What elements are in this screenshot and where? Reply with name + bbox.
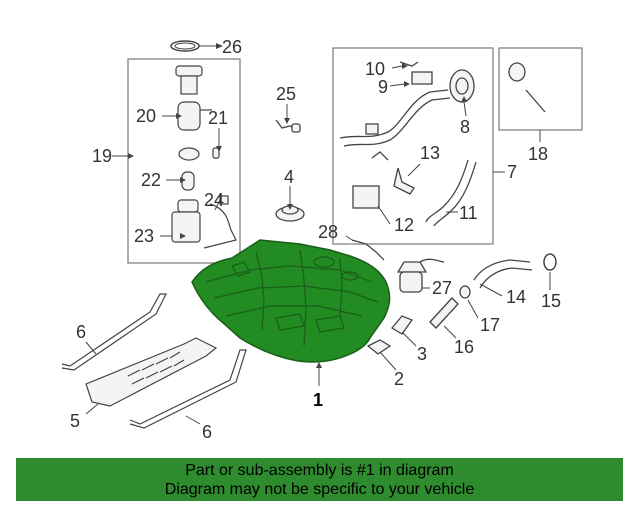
callout-21: 21 (208, 108, 228, 128)
notice-line-2: Diagram may not be specific to your vehi… (164, 481, 475, 498)
arrow-heads (128, 43, 467, 368)
fuel-pump-group-box (127, 58, 241, 264)
callout-12: 12 (394, 215, 414, 235)
callout-7: 7 (507, 162, 517, 182)
clip-icon (275, 119, 301, 133)
callout-16: 16 (454, 337, 474, 357)
callout-6-lower: 6 (202, 422, 212, 442)
callout-27: 27 (432, 278, 452, 298)
hose-line-icon (351, 239, 385, 261)
callout-8: 8 (460, 117, 470, 137)
callout-9: 9 (378, 77, 388, 97)
leader-lines (85, 45, 551, 425)
gasket-ring-inner (174, 42, 196, 50)
notice-line-1: Part or sub-assembly is #1 in diagram (185, 462, 454, 479)
heat-shield-icon (85, 337, 218, 407)
callout-6-upper: 6 (76, 322, 86, 342)
filler-group-box (332, 47, 494, 245)
connector-tube-icon (429, 285, 471, 329)
clamp-icon (543, 253, 557, 271)
callout-10: 10 (365, 59, 385, 79)
callout-22: 22 (141, 170, 161, 190)
callout-13: 13 (420, 143, 440, 163)
fuel-sender-icon (396, 258, 445, 293)
tank-pad-icon (366, 315, 414, 355)
callout-19: 19 (92, 146, 112, 166)
callout-2: 2 (394, 369, 404, 389)
part-18-box (498, 47, 583, 131)
exploded-parts-diagram: 1 2 3 4 5 6 6 7 8 9 10 11 12 13 14 15 16… (61, 37, 583, 442)
callout-20: 20 (136, 106, 156, 126)
callout-28: 28 (318, 222, 338, 242)
callout-23: 23 (134, 226, 154, 246)
callout-23-24-24: 24 (204, 190, 224, 210)
callout-4: 4 (284, 167, 294, 187)
callout-15: 15 (541, 291, 561, 311)
filler-cap-icon (508, 62, 546, 113)
tank-strap-icon (61, 293, 247, 429)
callout-14: 14 (506, 287, 526, 307)
callout-11: 11 (459, 203, 478, 223)
fill-hose-icon (473, 259, 533, 289)
fuel-tank-icon (191, 239, 391, 363)
diagram-notice-banner: Part or sub-assembly is #1 in diagram Di… (16, 458, 623, 501)
callout-17: 17 (480, 315, 500, 335)
callout-26: 26 (222, 37, 242, 57)
filler-neck-icon (339, 61, 477, 227)
callout-5: 5 (70, 411, 80, 431)
fuel-pump-icon (171, 65, 237, 249)
callout-18: 18 (528, 144, 548, 164)
callout-1: 1 (313, 390, 323, 410)
callout-25: 25 (276, 84, 296, 104)
callout-3: 3 (417, 344, 427, 364)
